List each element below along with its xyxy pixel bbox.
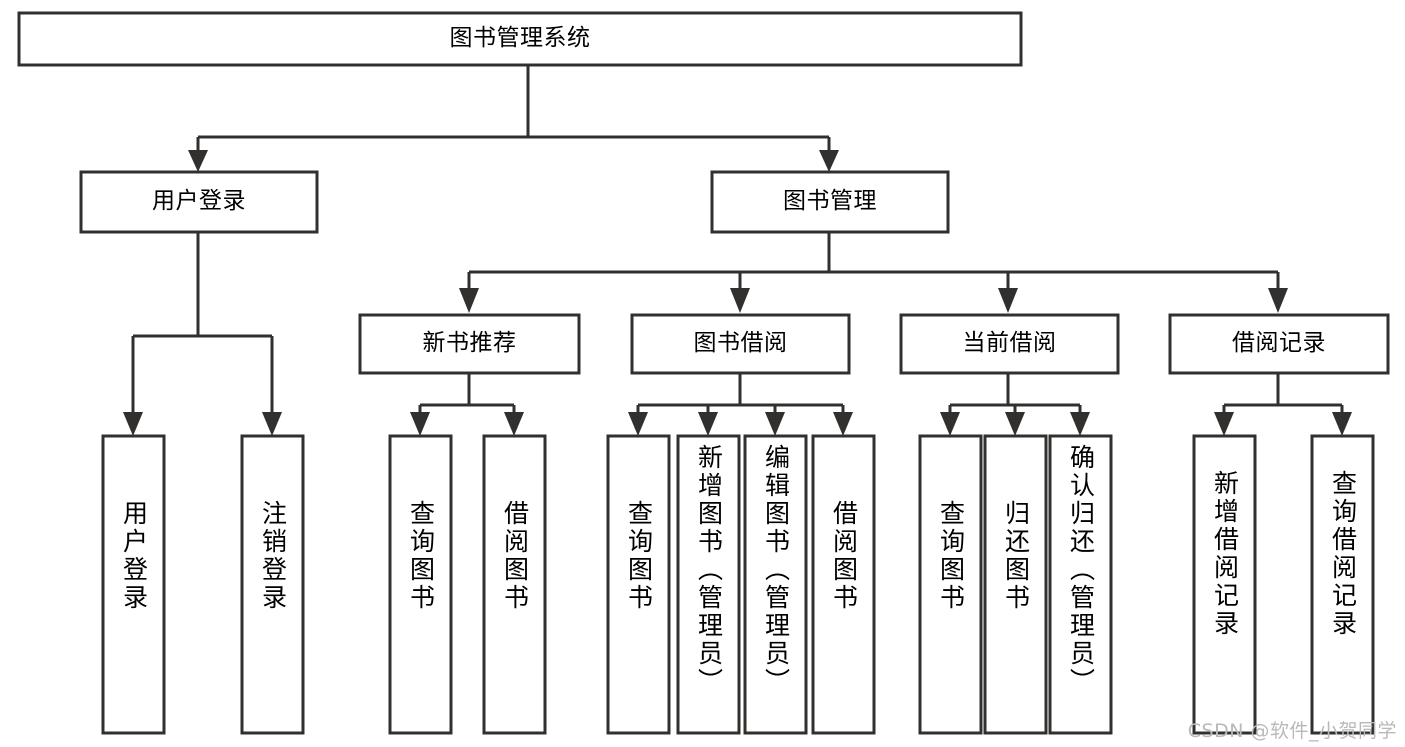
node-new-book-recommend-box[interactable] xyxy=(358,313,581,375)
node-book-manage-box[interactable] xyxy=(710,170,950,234)
arrow-leaf-add-record xyxy=(1214,412,1234,436)
arrow-leaf-user-login xyxy=(123,412,143,436)
arrow-leaf-edit-book xyxy=(765,412,785,436)
arrow-leaf-query-book-3 xyxy=(940,412,960,436)
arrow-to-book-borrow xyxy=(730,288,750,313)
node-root-box[interactable] xyxy=(17,11,1023,67)
leaf-user-login-box[interactable] xyxy=(101,434,166,735)
node-current-borrow-box[interactable] xyxy=(899,313,1120,375)
arrow-leaf-confirm-return xyxy=(1070,412,1090,436)
leaf-confirm-return-box[interactable] xyxy=(1048,434,1113,735)
leaf-query-book-1-box[interactable] xyxy=(388,434,453,735)
leaf-query-book-2-box[interactable] xyxy=(606,434,671,735)
arrow-to-new-book-recommend xyxy=(459,288,479,313)
leaf-borrow-book-2-box[interactable] xyxy=(811,434,876,735)
arrow-leaf-query-book-2 xyxy=(628,412,648,436)
node-user-login-box[interactable] xyxy=(79,170,319,234)
leaf-user-logout-box[interactable] xyxy=(240,434,305,735)
arrow-leaf-user-logout xyxy=(262,412,282,436)
arrow-to-user-login xyxy=(188,150,208,172)
arrow-leaf-query-record xyxy=(1332,412,1352,436)
leaf-add-record-box[interactable] xyxy=(1192,434,1257,735)
node-borrow-record-box[interactable] xyxy=(1168,313,1390,375)
arrow-leaf-return-book xyxy=(1005,412,1025,436)
leaf-borrow-book-1-box[interactable] xyxy=(482,434,547,735)
arrow-to-current-borrow xyxy=(998,288,1018,313)
leaf-edit-book-box[interactable] xyxy=(743,434,808,735)
node-book-borrow-box[interactable] xyxy=(630,313,851,375)
leaf-add-book-box[interactable] xyxy=(676,434,741,735)
arrow-leaf-query-book-1 xyxy=(410,412,430,436)
arrow-leaf-borrow-book-2 xyxy=(833,412,853,436)
arrow-leaf-add-book xyxy=(698,412,718,436)
arrow-to-book-manage xyxy=(819,150,839,172)
leaf-return-book-box[interactable] xyxy=(983,434,1048,735)
leaf-query-book-3-box[interactable] xyxy=(918,434,983,735)
arrow-leaf-borrow-book-1 xyxy=(504,412,524,436)
leaf-query-record-box[interactable] xyxy=(1310,434,1375,735)
arrow-to-borrow-record xyxy=(1268,288,1288,313)
